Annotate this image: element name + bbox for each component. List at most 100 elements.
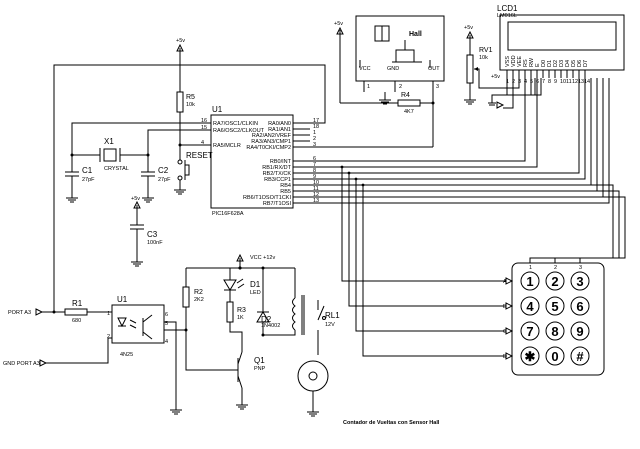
reset-button: RESET — [174, 145, 213, 195]
svg-text:RA7/OSC1/CLKIN: RA7/OSC1/CLKIN — [213, 121, 258, 127]
lcd-pin-rw: RW5 — [529, 57, 535, 85]
keypad-key[interactable]: 1 — [520, 271, 540, 291]
svg-text:17: 17 — [313, 118, 319, 124]
svg-text:RB2/TX/CK: RB2/TX/CK — [263, 171, 292, 177]
svg-text:6: 6 — [576, 299, 583, 314]
keypad-key[interactable]: 3 — [570, 271, 590, 291]
svg-text:+5v: +5v — [334, 21, 343, 27]
svg-text:RL1: RL1 — [325, 311, 340, 320]
svg-text:2: 2 — [551, 274, 558, 289]
svg-text:6: 6 — [536, 79, 539, 85]
svg-text:+5v: +5v — [464, 25, 473, 31]
svg-text:RESET: RESET — [186, 151, 213, 160]
keypad-key[interactable]: 6 — [570, 296, 590, 316]
svg-text:R5: R5 — [186, 94, 195, 101]
led-d1: D1 LED — [223, 268, 261, 302]
svg-text:GND: GND — [387, 66, 399, 72]
lcd-pin-label: D3 — [559, 60, 565, 67]
supply-5v-c3: +5v — [131, 196, 141, 225]
capacitor-c2: C2 27pF — [141, 155, 171, 203]
svg-text:6: 6 — [313, 156, 316, 162]
svg-text:RB6/T1OSO/T1CKI: RB6/T1OSO/T1CKI — [243, 195, 291, 201]
svg-text:LM016L: LM016L — [497, 13, 517, 19]
svg-text:RA3/AN3/CMP1: RA3/AN3/CMP1 — [251, 139, 291, 145]
keypad-col-wire — [310, 196, 626, 263]
svg-text:LCD1: LCD1 — [497, 4, 518, 13]
keypad-key[interactable]: 0 — [545, 346, 565, 366]
bus-wire — [310, 78, 526, 162]
svg-text:27pF: 27pF — [82, 177, 95, 183]
resistor-r2: R2 2K2 — [182, 268, 238, 371]
svg-text:RB0/INT: RB0/INT — [270, 159, 292, 165]
svg-text:C2: C2 — [158, 166, 169, 175]
diode-d2: D2 1N4002 — [256, 268, 280, 335]
keypad-key[interactable]: ✱ — [520, 346, 540, 366]
vcc-12v: VCC +12v — [186, 253, 295, 270]
lcd-pin-label: VSS — [505, 56, 511, 67]
bus-wire — [310, 78, 610, 204]
keypad-key[interactable]: 2 — [545, 271, 565, 291]
svg-text:RA5/MCLR: RA5/MCLR — [213, 143, 241, 149]
crystal-x1: X1 CRYSTAL — [70, 122, 211, 172]
lcd-pin-label: D7 — [583, 60, 589, 67]
svg-text:R4: R4 — [401, 92, 410, 99]
svg-text:9: 9 — [576, 324, 583, 339]
keypad-key[interactable]: 7 — [520, 321, 540, 341]
optocoupler-u1: U1 4N25 1 2 6 5 4 — [107, 295, 188, 415]
svg-text:8: 8 — [551, 324, 558, 339]
svg-text:10k: 10k — [479, 55, 488, 61]
svg-text:GND PORT A3: GND PORT A3 — [3, 361, 40, 367]
svg-text:7: 7 — [313, 162, 316, 168]
bus-wire — [310, 78, 580, 174]
lcd-pins: VSS1VDD2VEE3RS4RW5E6D07D18D29D310D411D51… — [505, 55, 590, 85]
port-a3: PORT A3 — [8, 308, 44, 316]
lcd-pin-label: E — [535, 63, 541, 67]
svg-text:7: 7 — [526, 324, 533, 339]
lcd-pin-e: E6 — [535, 63, 541, 85]
keypad-key[interactable]: 4 — [520, 296, 540, 316]
schematic-title: Contador de Vueltas con Sensor Hall — [343, 420, 440, 426]
keypad-row-label: D — [503, 354, 507, 360]
capacitor-c1: C1 27pF — [65, 155, 95, 203]
svg-text:CRYSTAL: CRYSTAL — [104, 166, 129, 172]
svg-text:2K2: 2K2 — [194, 297, 204, 303]
svg-text:R2: R2 — [194, 289, 203, 296]
keypad-key[interactable]: 8 — [545, 321, 565, 341]
keypad-row-label: C — [503, 329, 507, 335]
svg-text:1: 1 — [107, 311, 110, 317]
svg-text:16: 16 — [201, 118, 207, 124]
svg-text:C3: C3 — [147, 230, 158, 239]
svg-text:VCC: VCC — [359, 66, 371, 72]
keypad-key[interactable]: # — [570, 346, 590, 366]
svg-text:10: 10 — [313, 180, 319, 186]
keypad-key[interactable]: 9 — [570, 321, 590, 341]
supply-5v-r5: +5v — [176, 38, 185, 92]
lcd-pin-rs: RS4 — [523, 59, 529, 85]
svg-text:+5v: +5v — [131, 196, 140, 202]
lcd-pin-label: D5 — [571, 60, 577, 67]
bus-wire — [310, 78, 586, 180]
svg-text:RB4: RB4 — [280, 183, 291, 189]
lcd-pin-d0: D07 — [541, 60, 547, 85]
svg-text:4: 4 — [526, 299, 534, 314]
keypad-row-label: A — [503, 279, 507, 285]
lcd-pin-label: RW — [529, 57, 535, 67]
svg-text:RB5: RB5 — [280, 189, 291, 195]
svg-text:X1: X1 — [104, 137, 114, 146]
potentiometer-rv1: RV1 10k — [464, 47, 520, 105]
svg-text:4: 4 — [165, 339, 168, 345]
svg-text:18: 18 — [313, 124, 319, 130]
supply-5v-hall: +5v — [334, 21, 344, 103]
svg-text:8: 8 — [313, 168, 316, 174]
lcd-pin-d1: D18 — [547, 60, 553, 85]
svg-text:3: 3 — [313, 142, 316, 148]
svg-text:1K: 1K — [237, 315, 244, 321]
keypad-key[interactable]: 5 — [545, 296, 565, 316]
